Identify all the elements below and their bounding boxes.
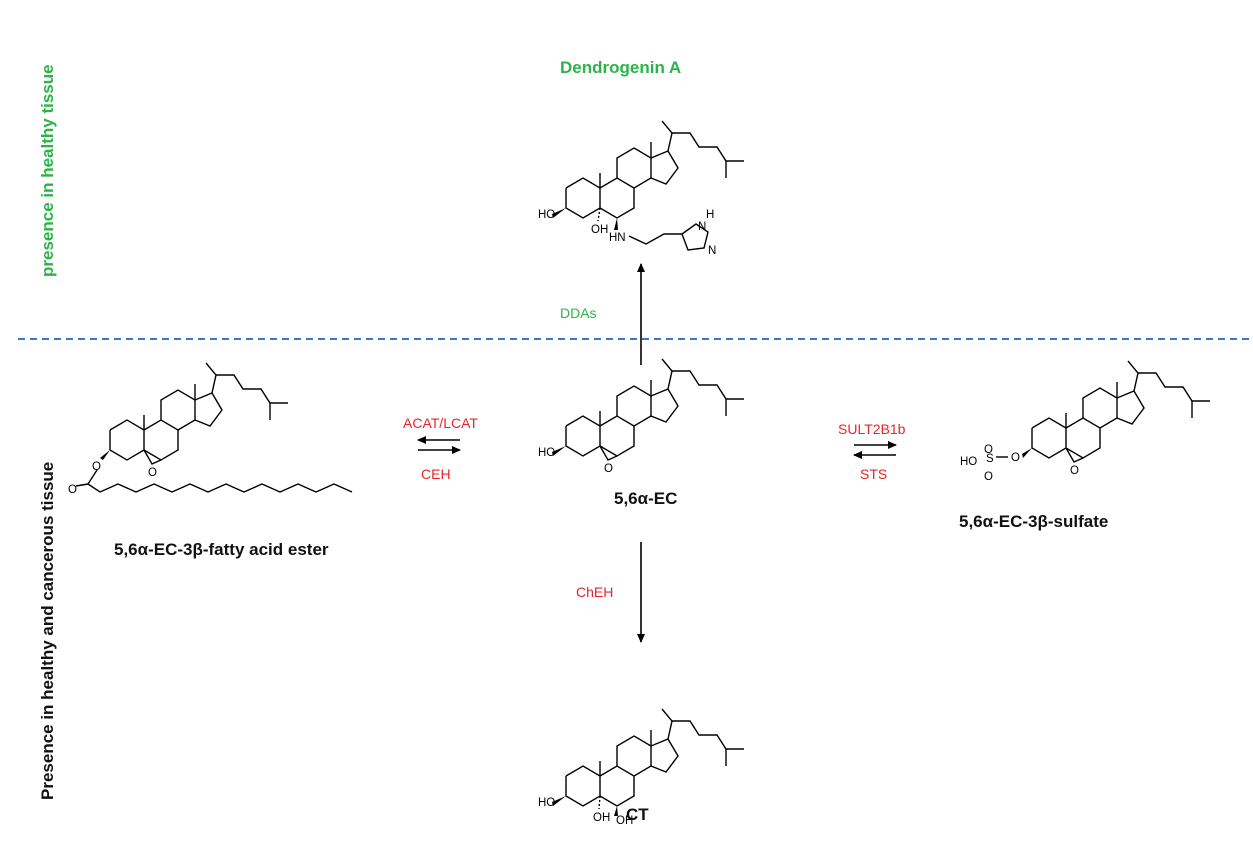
svg-text:N: N	[708, 245, 716, 257]
svg-text:N: N	[698, 221, 706, 233]
svg-text:O: O	[604, 463, 613, 475]
svg-text:O: O	[68, 484, 77, 496]
molecule-dendrogenin-a: HO OH HN H N N	[538, 120, 745, 257]
molecule-ec: HO O	[538, 358, 745, 475]
compound-name-ec: 5,6α-EC	[614, 489, 678, 508]
enzyme-label-ceh: CEH	[421, 466, 451, 482]
svg-text:S: S	[986, 453, 994, 465]
enzyme-label-sts: STS	[860, 466, 888, 482]
enzyme-label-cheh: ChEH	[576, 584, 614, 600]
svg-text:O: O	[92, 461, 101, 473]
compound-name-dendrogenin-a: Dendrogenin A	[560, 58, 682, 77]
svg-text:H: H	[706, 209, 714, 221]
enzyme-label-acat-lcat: ACAT/LCAT	[403, 415, 478, 431]
compound-name-ct: CT	[626, 805, 649, 824]
enzyme-label-ddas: DDAs	[560, 305, 597, 321]
svg-text:O: O	[148, 467, 157, 479]
enzyme-label-sult2b1b: SULT2B1b	[838, 421, 906, 437]
svg-text:HO: HO	[538, 447, 555, 459]
svg-text:O: O	[984, 471, 993, 483]
molecule-ec-sulfate: O O O S O HO	[960, 360, 1211, 483]
svg-text:HO: HO	[538, 797, 555, 809]
svg-text:OH: OH	[591, 224, 608, 236]
molecule-ec-fatty-acid-ester: O O O	[68, 362, 353, 496]
svg-text:OH: OH	[593, 812, 610, 824]
compound-name-ester: 5,6α-EC-3β-fatty acid ester	[114, 540, 329, 559]
svg-text:HN: HN	[609, 232, 626, 244]
molecule-ct: HO OH OH	[538, 708, 745, 827]
svg-text:O: O	[984, 444, 993, 456]
svg-text:HO: HO	[960, 456, 977, 468]
svg-text:HO: HO	[538, 209, 555, 221]
svg-text:O: O	[1011, 452, 1020, 464]
svg-text:O: O	[1070, 465, 1079, 477]
svg-text:OH: OH	[616, 815, 633, 827]
compound-name-sulfate: 5,6α-EC-3β-sulfate	[959, 512, 1109, 531]
